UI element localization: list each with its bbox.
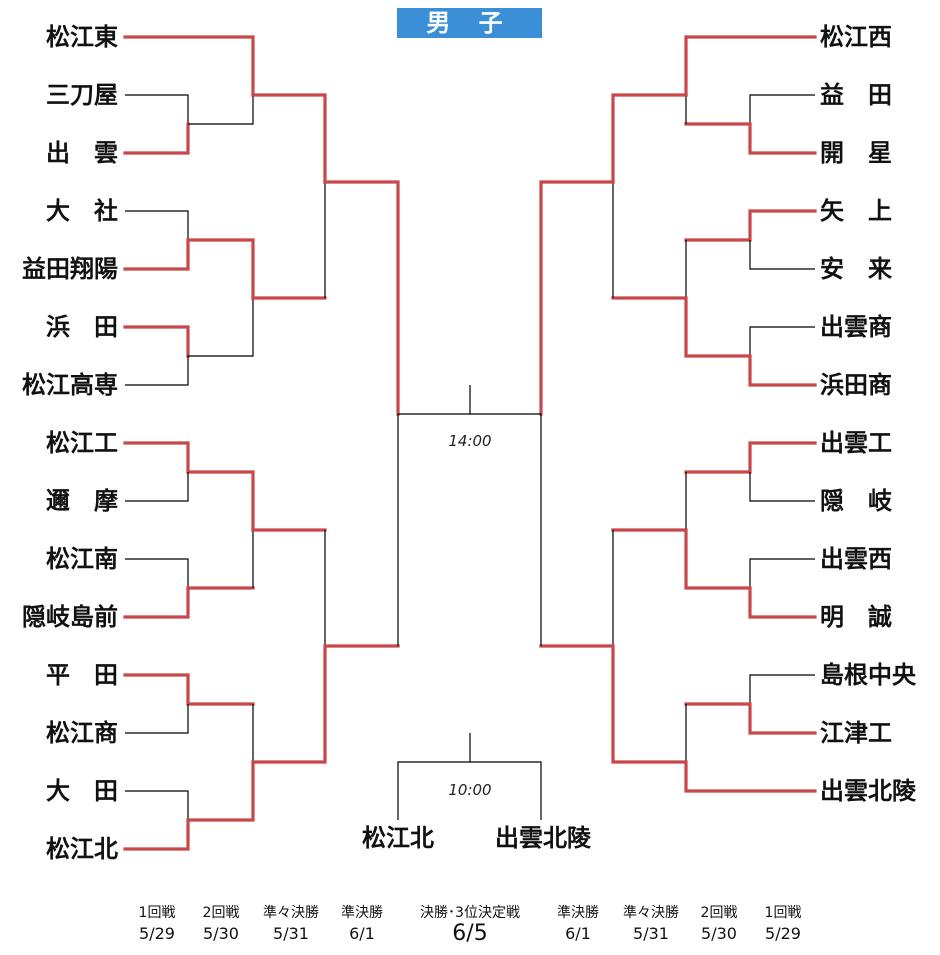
third-place-team: 出雲北陵 [495,824,591,852]
team-right: 出雲商 [820,313,892,341]
team-left: 隠岐島前 [22,603,118,631]
team-right: 出雲工 [820,429,892,457]
team-left: 邇 摩 [46,487,118,515]
team-right: 島根中央 [820,661,916,689]
right-bracket-lines [539,35,817,793]
team-right: 江津工 [820,719,892,747]
team-right: 明 誠 [820,603,892,631]
final-time: 14:00 [448,432,492,450]
team-right: 開 星 [820,139,892,167]
team-right: 出雲北陵 [820,777,916,805]
team-right: 出雲西 [820,545,892,573]
team-left: 松江東 [46,23,118,51]
team-right: 益 田 [820,81,892,109]
team-left: 松江北 [46,835,118,863]
team-left: 松江商 [46,719,118,747]
team-right: 松江西 [820,23,892,51]
team-left: 平 田 [46,661,118,689]
third-place-team: 松江北 [362,824,434,852]
team-left: 浜 田 [46,313,118,341]
third-place-time: 10:00 [448,781,492,799]
bracket-title: 男 子 [397,8,542,38]
team-left: 三刀屋 [46,81,118,109]
team-right: 安 来 [820,255,892,283]
team-right: 隠 岐 [820,487,892,515]
team-right: 浜田商 [820,371,892,399]
team-left: 松江南 [46,545,118,573]
team-left: 出 雲 [46,139,118,167]
left-bracket-lines [123,35,400,851]
team-left: 益田翔陽 [22,255,118,283]
team-left: 大 田 [46,777,118,805]
team-left: 松江工 [46,429,118,457]
team-left: 大 社 [46,197,118,225]
team-left: 松江高専 [22,371,118,399]
team-right: 矢 上 [820,197,892,225]
